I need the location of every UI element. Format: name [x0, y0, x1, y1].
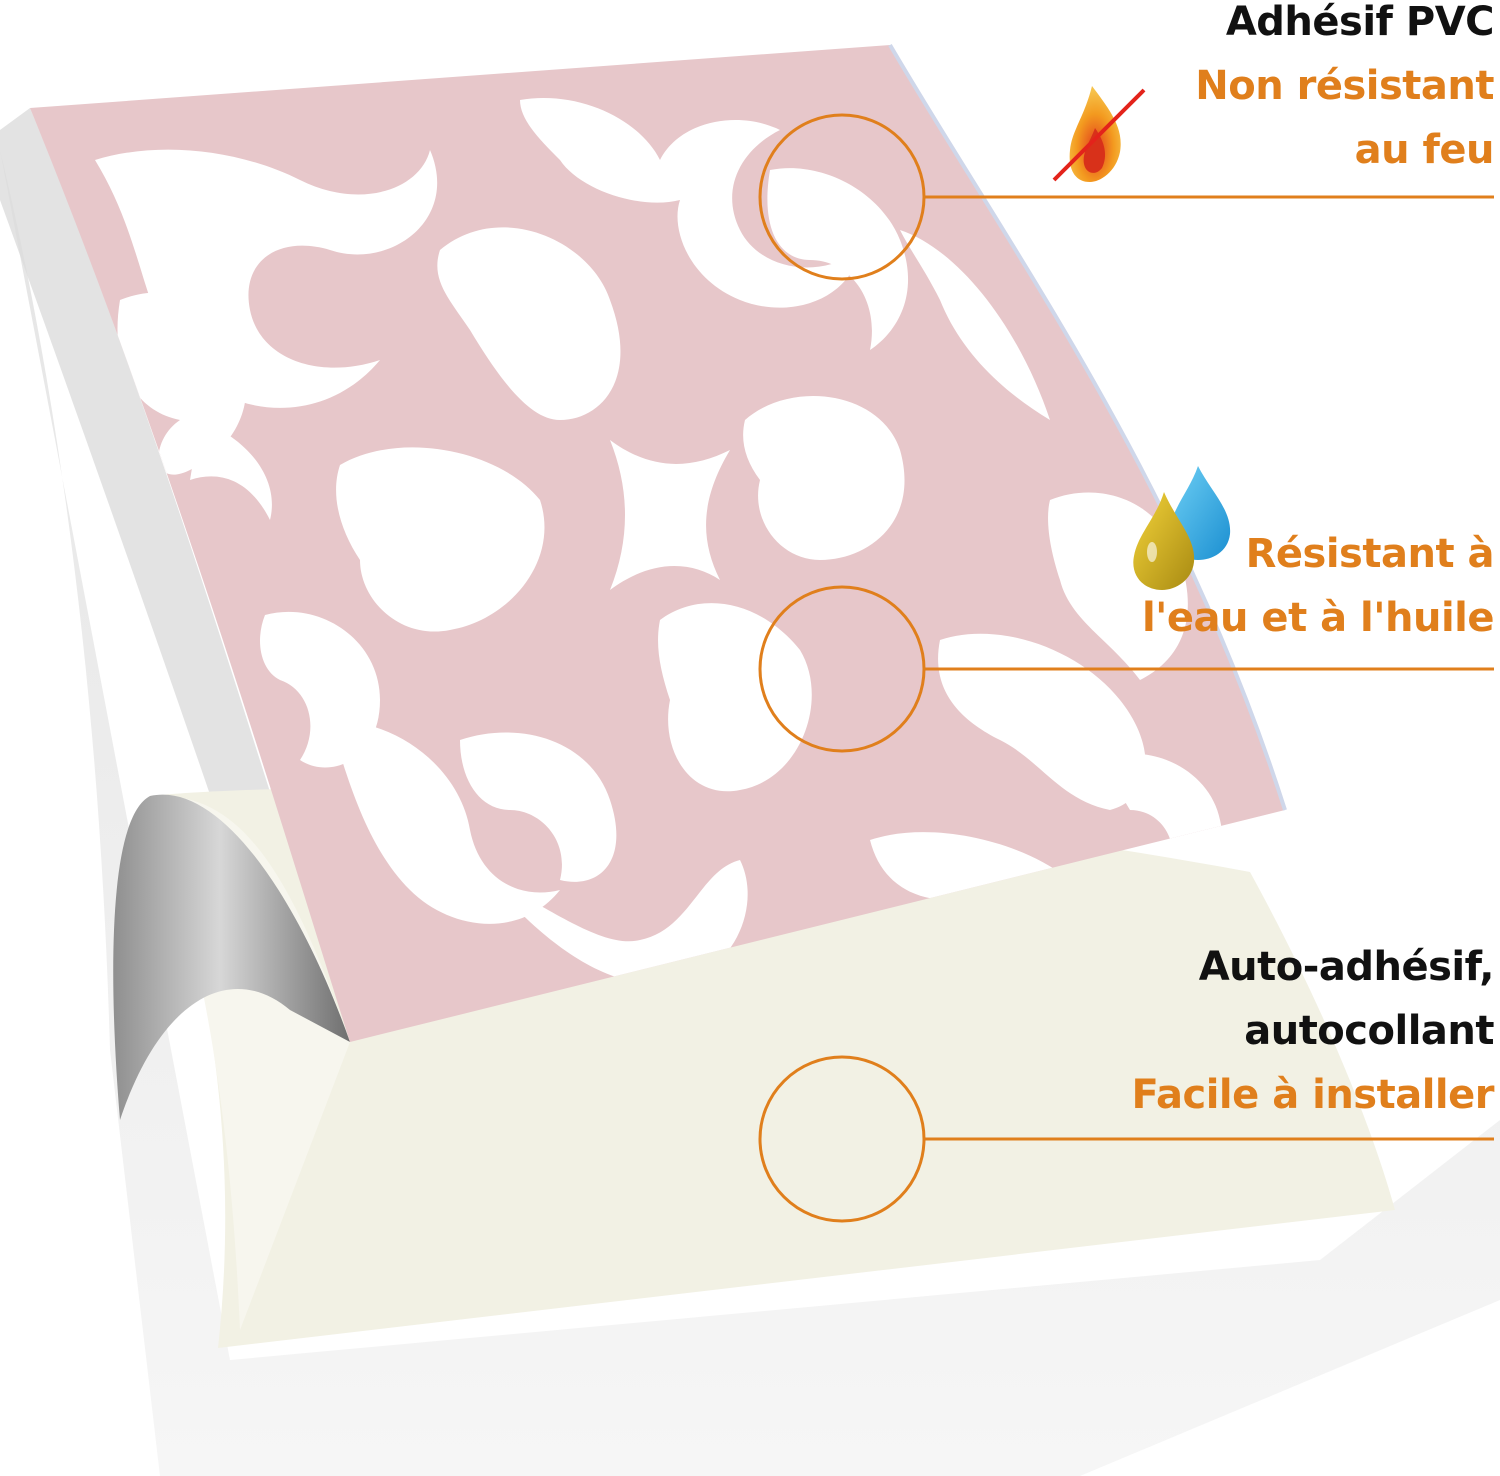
- callout-water-line-1: Résistant à: [1245, 531, 1495, 577]
- callout-adhesive-line-1: Auto-adhésif,: [1198, 944, 1495, 990]
- callout-fire: Adhésif PVC Non résistant au feu: [1195, 0, 1494, 182]
- callout-adhesive: Auto-adhésif, autocollant Facile à insta…: [1131, 935, 1495, 1127]
- water-oil-drops-icon: [1133, 466, 1231, 590]
- callout-fire-line-3: au feu: [1354, 127, 1495, 173]
- no-fire-icon: [1052, 86, 1146, 182]
- backing-curl: [113, 794, 350, 1120]
- callout-markers: [758, 113, 1494, 1223]
- callout-adhesive-line-2: autocollant: [1244, 1008, 1494, 1054]
- callout-water: Résistant à l'eau et à l'huile: [1141, 522, 1495, 650]
- callout-adhesive-line-3: Facile à installer: [1131, 1072, 1495, 1118]
- pvc-sheet: [30, 43, 1287, 1042]
- callout-fire-line-2: Non résistant: [1195, 63, 1494, 109]
- callout-water-line-2: l'eau et à l'huile: [1141, 595, 1495, 641]
- callout-fire-line-1: Adhésif PVC: [1225, 0, 1495, 45]
